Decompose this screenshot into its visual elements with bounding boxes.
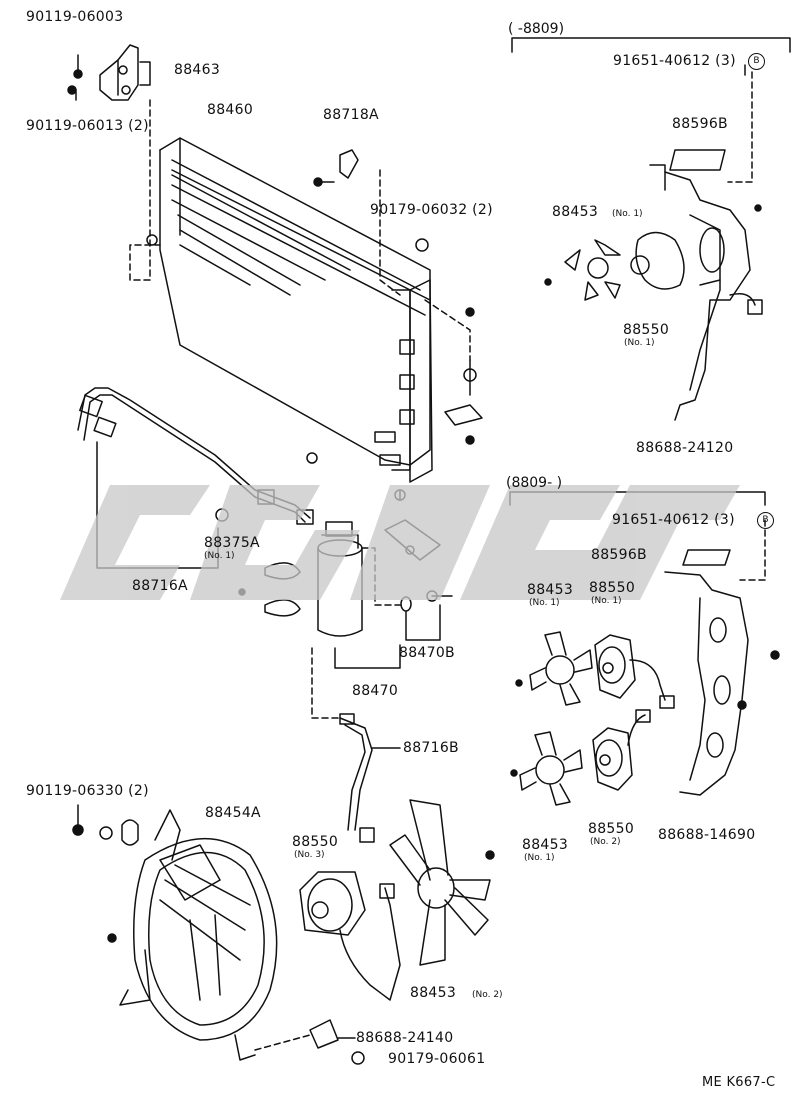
label-88453-no2-bottom: 88453	[410, 985, 457, 1001]
bracket-88463-drawing	[67, 44, 151, 101]
top-right-group-drawing	[511, 37, 791, 421]
label-88453-mid-a: 88453	[527, 582, 574, 598]
label-90119-06330: 90119-06330 (2)	[26, 783, 149, 799]
label-88460: 88460	[207, 102, 254, 118]
label-91651-40612-top: 91651-40612 (3)	[613, 53, 736, 69]
label-88470: 88470	[352, 683, 399, 699]
note-88375A-no1: (No. 1)	[204, 551, 235, 561]
label-90179-06061: 90179-06061	[388, 1051, 486, 1067]
pipe-88716B-drawing	[339, 713, 401, 843]
note-88550-mid-b-no2: (No. 2)	[590, 837, 621, 847]
shroud-88454A-drawing	[72, 804, 278, 1061]
note-88453-mid-b-no1: (No. 1)	[524, 853, 555, 863]
note-88550-no3: (No. 3)	[294, 850, 325, 860]
header-mid-range: (8809- )	[506, 475, 563, 491]
label-88716A: 88716A	[132, 578, 188, 594]
label-88463: 88463	[174, 62, 221, 78]
note-88550-mid-a-no1: (No. 1)	[591, 596, 622, 606]
label-88688-24120: 88688-24120	[636, 440, 734, 456]
label-88550-top: 88550	[623, 322, 670, 338]
label-88453-top: 88453	[552, 204, 599, 220]
mid-right-group-drawing	[509, 491, 780, 806]
watermark-logo	[60, 485, 740, 600]
note-88453-mid-a-no1: (No. 1)	[529, 598, 560, 608]
label-88718A: 88718A	[323, 107, 379, 123]
label-88688-14690: 88688-14690	[658, 827, 756, 843]
label-88470B: 88470B	[399, 645, 455, 661]
label-88550-mid-b: 88550	[588, 821, 635, 837]
circle-b-mid: B	[757, 512, 774, 529]
fan-88453-no2-drawing	[389, 799, 495, 966]
label-88596B-mid: 88596B	[591, 547, 647, 563]
note-88453-no2-bottom: (No. 2)	[472, 990, 503, 1000]
label-88596B-top: 88596B	[672, 116, 728, 132]
note-88453-top-no1: (No. 1)	[612, 209, 643, 219]
circle-b-top: B	[748, 53, 765, 70]
label-91651-40612-mid: 91651-40612 (3)	[612, 512, 735, 528]
label-88375A: 88375A	[204, 535, 260, 551]
diagram-code: ME K667-C	[702, 1075, 776, 1090]
motor-88550-no3-drawing	[299, 871, 401, 1001]
header-top-range: ( -8809)	[508, 21, 565, 37]
label-88454A: 88454A	[205, 805, 261, 821]
label-90179-06032: 90179-06032 (2)	[370, 202, 493, 218]
note-88550-top-no1: (No. 1)	[624, 338, 655, 348]
condenser-88460-drawing	[129, 99, 433, 483]
label-88716B: 88716B	[403, 740, 459, 756]
label-88453-mid-b: 88453	[522, 837, 569, 853]
label-90119-06013: 90119-06013 (2)	[26, 118, 149, 134]
label-88688-24140: 88688-24140	[356, 1030, 454, 1046]
bracket-88688-24140-drawing	[254, 1019, 365, 1065]
label-88550-no3: 88550	[292, 834, 339, 850]
label-88550-mid-a: 88550	[589, 580, 636, 596]
label-90119-06003: 90119-06003	[26, 9, 124, 25]
